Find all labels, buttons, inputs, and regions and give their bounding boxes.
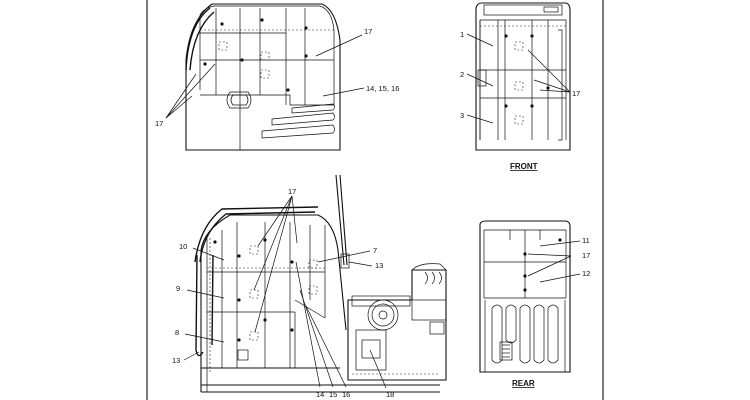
callout-8-side: 8 [175,328,179,337]
callout-14-15-16-top: 14, 15, 16 [366,84,399,93]
callout-17-top-a: 17 [364,27,372,36]
callout-7-side: 7 [373,246,377,255]
cab-rear-view [479,220,581,373]
front-view-title: FRONT [510,162,538,171]
callout-15-side: 15 [329,390,337,399]
callout-3-front: 3 [460,111,464,120]
callout-9-side: 9 [176,284,180,293]
callout-17-side: 17 [288,187,296,196]
callout-18-side: 18 [386,390,394,399]
callout-10-side: 10 [179,242,187,251]
callout-17-rear: 17 [582,251,590,260]
callout-13-side-b: 13 [375,261,383,270]
callout-13-side-a: 13 [172,356,180,365]
callout-2-front: 2 [460,70,464,79]
callout-14-side: 14 [316,390,324,399]
callout-11-rear: 11 [582,236,590,245]
cab-front-view [466,2,571,151]
callout-12-rear: 12 [582,269,590,278]
cab-side-view-top [165,3,365,151]
callout-1-front: 1 [460,30,464,39]
callout-16-side: 16 [342,390,350,399]
cab-side-view-bottom [183,174,447,393]
callout-17-top-b: 17 [155,119,163,128]
callout-17-front: 17 [572,89,580,98]
rear-view-title: REAR [512,379,535,388]
